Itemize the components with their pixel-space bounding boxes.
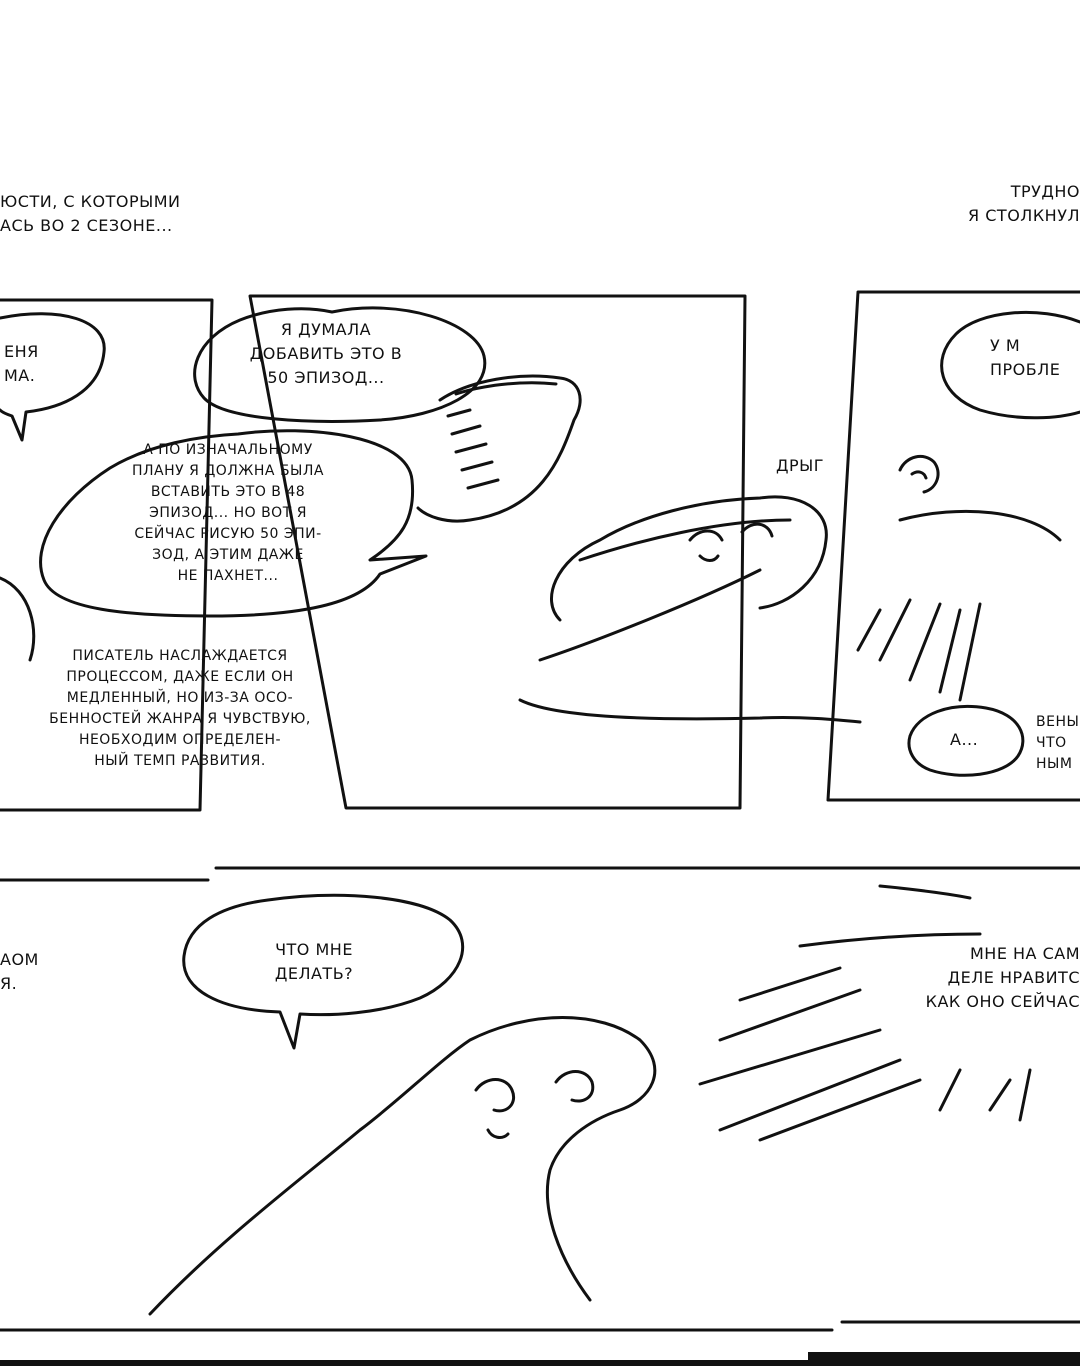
panel-2-bubble-main [193,306,487,423]
panel-2-paper [416,374,582,523]
panel-2-border [248,294,747,810]
caption-top-left: юсти, с которыми ась во 2 сезоне... [0,192,181,235]
panel-1-border [0,298,214,812]
panel-1-figure [0,576,36,662]
panel-5-bubble-question-text: Что мне делать? [274,940,354,983]
panel-5-bubble-question [182,893,465,1050]
panel-3-sfx: Дрыг [776,456,825,475]
panel-4-side-text: аом я. [0,950,39,993]
panel-1-bubble [0,312,106,442]
panel-3-border [826,290,1080,802]
bottom-bar-right [808,1352,1080,1366]
panel-3-figure [550,495,828,622]
panel-3-bubble-small [907,704,1025,777]
panel-2-bubble-plan-text: А по изначальному плану я должна была вс… [132,442,324,584]
caption-top-right: Трудно я столкнул [968,182,1080,225]
panel-2-narration: Писатель наслаждается процессом, даже ес… [49,648,311,769]
panel-2-bubble-plan [39,429,428,618]
panel-5-figure [148,1016,657,1316]
panel-1-bubble-text: еня ма. [4,342,39,385]
panel-6-caption: Мне на сам деле нравитс как оно сейчас [925,944,1080,1011]
panel-3-bubble-small-text: А... [950,730,979,749]
panel-3-bubble-problem [940,310,1080,420]
bottom-bar [0,1360,1080,1366]
panel-3-side-text: Вены что ным [1036,714,1080,772]
panel-2-bubble-main-text: Я думала добавить это в 50 эпизод... [249,320,403,387]
panel-3-bubble-problem-text: У м пробле [990,336,1061,379]
